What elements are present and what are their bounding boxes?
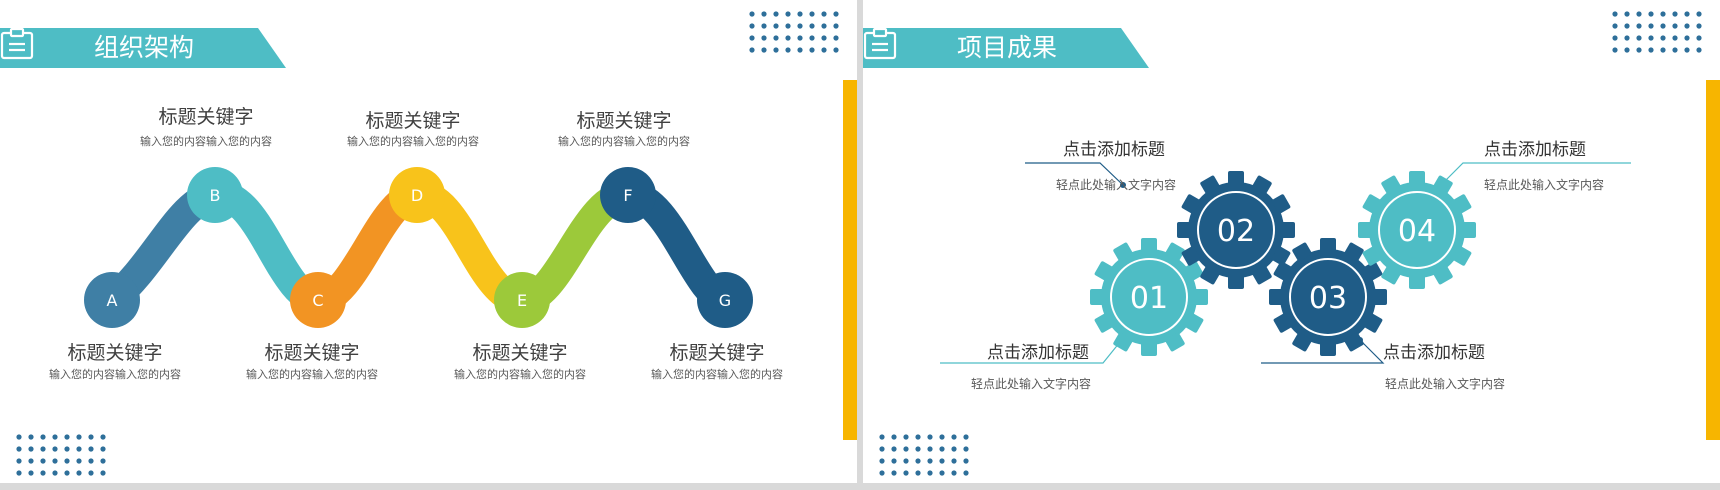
gear-01: 01 [1090,238,1208,356]
clipboard-icon [0,28,34,60]
svg-text:D: D [411,186,423,205]
dot-pattern-bottom-left [16,434,106,476]
top-item-title: 标题关键字 [365,110,461,132]
gear-item-desc: 轻点此处输入文字内容 [971,377,1092,391]
gear-02: 02 [1177,171,1295,289]
bottom-item-desc: 输入您的内容输入您的内容 [651,368,783,381]
svg-text:B: B [210,186,221,205]
bottom-item-title: 标题关键字 [669,342,765,364]
top-item-title: 标题关键字 [576,110,672,132]
gear-04: 04 [1358,171,1476,289]
svg-text:03: 03 [1309,281,1347,316]
gear-item-desc: 轻点此处输入文字内容 [1484,178,1605,192]
node-e: E [494,272,550,328]
bottom-item-title: 标题关键字 [264,342,360,364]
node-d: D [389,167,445,223]
banner-shape [863,28,1149,68]
node-g: G [697,272,753,328]
svg-text:02: 02 [1217,214,1255,249]
node-a: A [84,272,140,328]
yellow-side-bar [843,80,857,440]
node-c: C [290,272,346,328]
svg-text:G: G [719,291,731,310]
gear-03: 03 [1269,238,1387,356]
bottom-item-title: 标题关键字 [472,342,568,364]
wave-chain: A B C D E F G [84,167,753,328]
gear-diagram: 01 02 03 04 [940,162,1631,364]
svg-text:C: C [312,291,323,310]
bottom-item-desc: 输入您的内容输入您的内容 [246,368,378,381]
yellow-side-bar [1706,80,1720,440]
node-f: F [600,167,656,223]
svg-text:E: E [517,291,527,310]
bottom-item-title: 标题关键字 [67,342,163,364]
svg-text:01: 01 [1130,281,1168,316]
page-title: 组织架构 [94,33,195,62]
node-b: B [187,167,243,223]
clipboard-icon [863,28,897,60]
bottom-item-desc: 输入您的内容输入您的内容 [454,368,586,381]
top-item-desc: 输入您的内容输入您的内容 [140,135,272,148]
top-item-title: 标题关键字 [158,106,254,128]
gear-item-title: 点击添加标题 [1063,140,1165,160]
svg-text:04: 04 [1398,214,1436,249]
svg-text:A: A [107,291,118,310]
dot-pattern-top-right [749,11,839,53]
page-title: 项目成果 [957,33,1058,62]
slide-project-results: 项目成果 [863,0,1720,483]
slide-organization: 组织架构 A B C [0,0,857,483]
gear-item-title: 点击添加标题 [1383,343,1485,363]
bottom-item-desc: 输入您的内容输入您的内容 [49,368,181,381]
svg-text:F: F [623,186,632,205]
top-item-desc: 输入您的内容输入您的内容 [347,135,479,148]
banner-shape [0,28,286,68]
top-item-desc: 输入您的内容输入您的内容 [558,135,690,148]
gear-item-title: 点击添加标题 [987,343,1089,363]
gear-item-desc: 轻点此处输入文字内容 [1056,178,1177,192]
gear-item-title: 点击添加标题 [1484,140,1586,160]
gear-item-desc: 轻点此处输入文字内容 [1385,377,1506,391]
